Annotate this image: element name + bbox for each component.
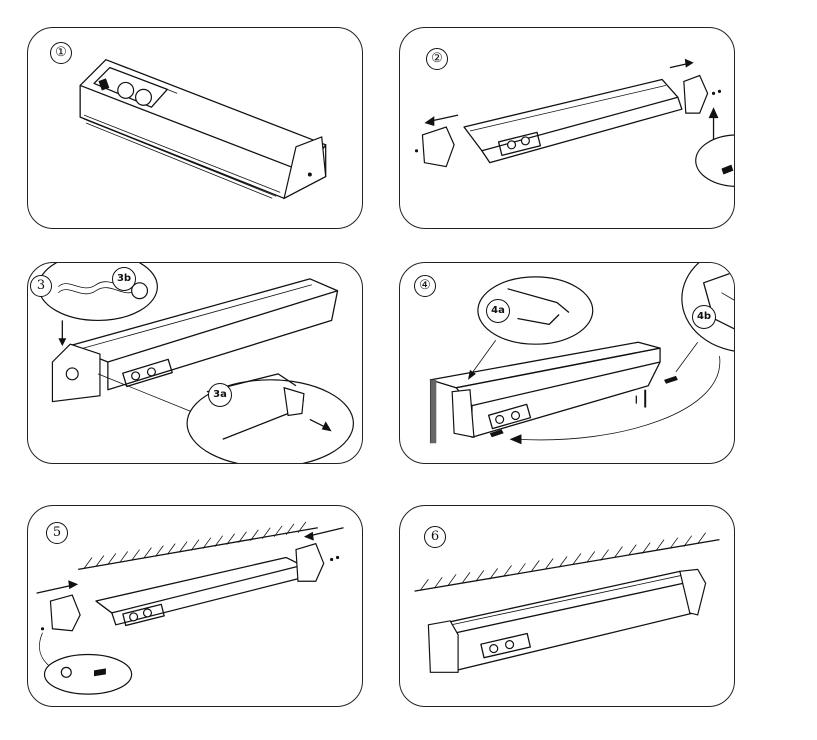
step-1-illustration <box>79 59 327 200</box>
step-3-panel: 3 3b 3a <box>27 262 363 464</box>
step-5-illustration <box>36 521 344 695</box>
step-3-number: 3 <box>30 275 52 297</box>
step-4-number: ④ <box>414 275 436 297</box>
step-1-number: ① <box>50 42 72 64</box>
step-2-illustration <box>414 58 734 187</box>
callout-3a-label: 3a <box>208 383 232 407</box>
step-2-panel: ② <box>399 27 735 229</box>
step-6-panel: 6 <box>399 505 735 707</box>
step-4-illustration <box>429 263 734 445</box>
step-6-number: 6 <box>424 526 446 548</box>
callout-4a-label: 4a <box>486 299 510 323</box>
step-6-illustration <box>414 532 720 673</box>
step-1-panel: ① <box>27 27 363 229</box>
step-5-panel: 5 <box>27 505 363 707</box>
callout-3b-label: 3b <box>112 267 136 291</box>
step-3-illustration <box>37 263 354 463</box>
step-4-panel: ④ 4a 4b <box>399 262 735 464</box>
callout-4b-label: 4b <box>692 305 716 329</box>
step-2-number: ② <box>426 48 448 70</box>
step-5-number: 5 <box>46 522 68 544</box>
